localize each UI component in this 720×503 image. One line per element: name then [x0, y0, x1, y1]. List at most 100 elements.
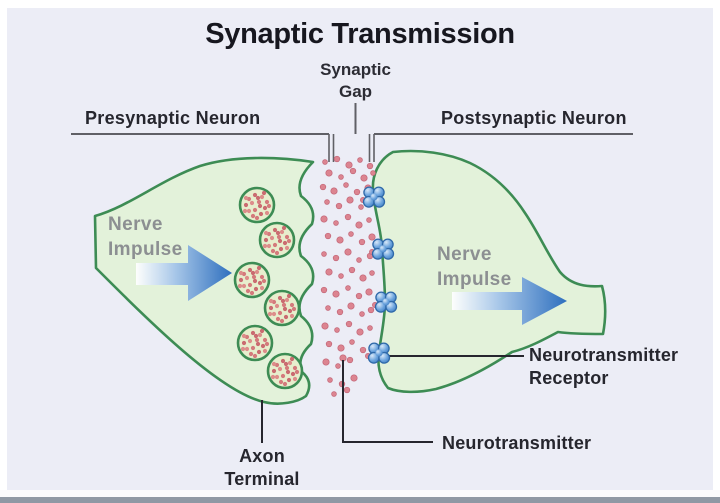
nerve-impulse-label-right: Nerve Impulse — [437, 242, 512, 292]
synaptic-vesicle — [258, 221, 296, 259]
guide-lines — [71, 103, 633, 162]
neurotransmitter-dot — [344, 213, 352, 221]
neurotransmitter-dot — [335, 202, 343, 210]
bottom-border — [0, 490, 720, 497]
neurotransmitter-dot — [366, 162, 374, 170]
synaptic-vesicle — [238, 186, 276, 224]
neurotransmitter-dot — [359, 274, 367, 282]
neurotransmitter-dot — [366, 217, 372, 223]
nerve-impulse-arrow-left — [136, 245, 232, 301]
neurotransmitter-dot — [324, 199, 330, 205]
neurotransmitter-leader-line — [342, 360, 433, 443]
neurotransmitter-dot — [336, 308, 344, 316]
neurotransmitter-dot — [325, 305, 331, 311]
neurotransmitter-dot — [327, 377, 333, 383]
neurotransmitter-dot — [349, 339, 355, 345]
neurotransmitter-dot — [344, 248, 352, 256]
neurotransmitter-dot — [332, 254, 340, 262]
nerve-impulse-left-line2: Impulse — [108, 239, 183, 260]
neurotransmitter-dot — [332, 290, 340, 298]
neurotransmitter-dot — [368, 233, 376, 241]
nerve-impulse-arrow-right — [452, 277, 567, 325]
neurotransmitter-dot — [358, 204, 364, 210]
neurotransmitter-receptor-label: Neurotransmitter Receptor — [529, 344, 678, 390]
neurotransmitter-dot — [338, 174, 344, 180]
neurotransmitter-dot — [322, 358, 330, 366]
postsynaptic-neuron-shape — [371, 149, 607, 394]
neurotransmitter-dot — [365, 288, 373, 296]
neurotransmitter-dot — [349, 167, 357, 175]
neurotransmitter-dot — [355, 292, 363, 300]
neurotransmitter-dot — [360, 174, 368, 182]
synaptic-gap-ticks — [328, 134, 375, 162]
neurotransmitter-dot — [325, 169, 333, 177]
neurotransmitter-dot — [356, 257, 362, 263]
neurotransmitter-receptors — [360, 186, 398, 364]
neurotransmitter-dot — [330, 187, 338, 195]
neurotransmitter-receptor-icon — [365, 342, 391, 364]
axon-terminal-label: Axon Terminal — [192, 445, 332, 491]
synaptic-gap-line1: Synaptic — [320, 60, 391, 79]
neurotransmitter-dot — [334, 327, 340, 333]
neurotransmitter-dot — [320, 215, 328, 223]
neurotransmitter-dot — [369, 270, 375, 276]
neurotransmitter-dot — [319, 183, 327, 191]
axon-terminal-line2: Terminal — [224, 469, 300, 489]
neurotransmitter-dot — [345, 285, 351, 291]
neurotransmitter-dot — [359, 346, 367, 354]
synaptic-vesicles — [233, 186, 304, 390]
neurotransmitter-dot — [325, 268, 333, 276]
neurotransmitter-dot — [333, 155, 341, 163]
neurotransmitter-dot — [348, 266, 356, 274]
receptor-label-line1: Neurotransmitter — [529, 345, 679, 365]
neurotransmitter-receptor-icon — [369, 238, 395, 260]
neurotransmitter-dot — [333, 220, 339, 226]
postsynaptic-neuron-label: Postsynaptic Neuron — [441, 108, 627, 128]
synaptic-vesicle — [236, 324, 274, 362]
neurotransmitter-dot — [322, 159, 328, 165]
synaptic-vesicle — [233, 261, 271, 299]
nerve-impulse-right-line2: Impulse — [437, 269, 512, 290]
neurotransmitter-dot — [357, 157, 363, 163]
receptor-label-line2: Receptor — [529, 368, 609, 388]
neurotransmitter-dot — [343, 182, 349, 188]
neurotransmitter-dot — [370, 170, 376, 176]
neurotransmitter-dot — [346, 356, 354, 364]
synaptic-gap-label: Synaptic Gap — [295, 59, 416, 103]
neurotransmitter-dot — [353, 188, 361, 196]
neurotransmitter-dot — [355, 221, 363, 229]
neurotransmitter-dot — [325, 340, 333, 348]
neurotransmitter-dot — [343, 386, 351, 394]
neurotransmitter-dot — [345, 161, 353, 169]
neurotransmitter-dot — [321, 251, 327, 257]
synaptic-vesicle — [266, 352, 304, 390]
neurotransmitter-dot — [338, 273, 344, 279]
presynaptic-neuron-label: Presynaptic Neuron — [85, 108, 261, 128]
synaptic-gap-line2: Gap — [338, 82, 373, 101]
neurotransmitter-dot — [359, 311, 365, 317]
nerve-impulse-left-line1: Nerve — [108, 214, 163, 235]
neurotransmitter-dot — [347, 302, 355, 310]
neurotransmitter-dot — [336, 236, 344, 244]
neurotransmitter-dot — [345, 320, 353, 328]
neurotransmitter-dot — [350, 374, 358, 382]
neurotransmitter-dot — [320, 286, 328, 294]
neurotransmitter-receptor-icon — [360, 186, 386, 208]
neurotransmitter-dot — [335, 363, 341, 369]
neurotransmitter-dot — [367, 325, 373, 331]
neurotransmitter-dot — [348, 231, 354, 237]
synaptic-vesicle — [263, 289, 301, 327]
axon-terminal-line1: Axon — [239, 446, 285, 466]
nerve-impulse-label-left: Nerve Impulse — [108, 212, 183, 262]
neurotransmitter-dot — [321, 322, 329, 330]
neurotransmitter-dot — [367, 306, 375, 314]
bottom-edge-strip — [0, 497, 720, 503]
neurotransmitter-receptor-icon — [372, 291, 398, 313]
page-title: Synaptic Transmission — [205, 18, 515, 50]
neurotransmitter-label: Neurotransmitter — [442, 433, 592, 453]
neurotransmitter-dot — [324, 232, 332, 240]
nerve-impulse-right-line1: Nerve — [437, 244, 492, 265]
neurotransmitter-dot — [331, 391, 337, 397]
